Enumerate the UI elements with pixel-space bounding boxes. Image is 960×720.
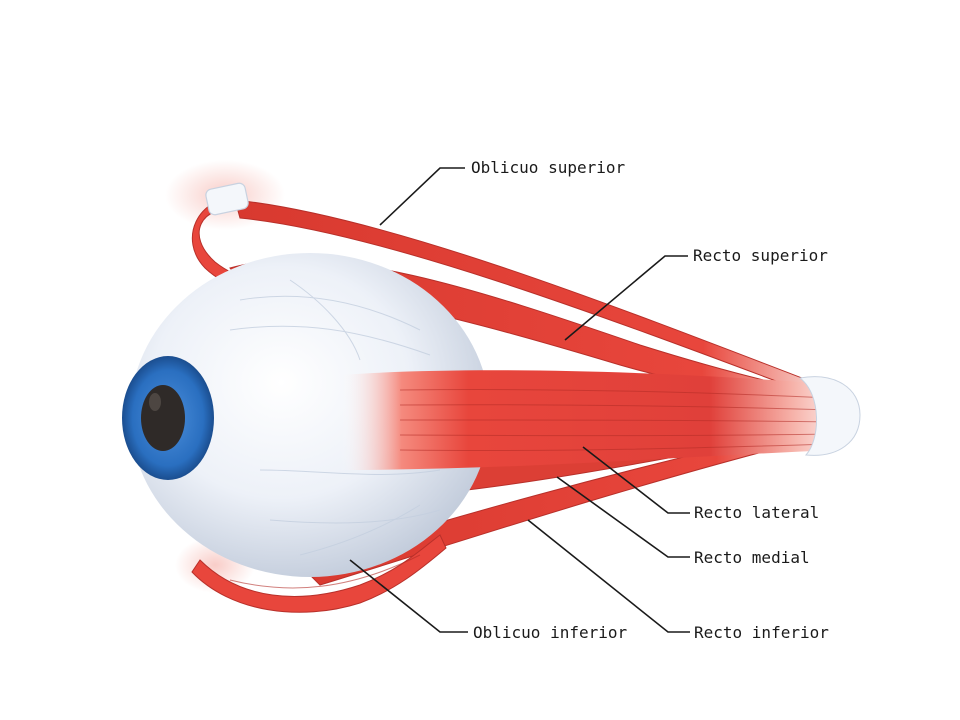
label-recto-medial: Recto medial — [694, 548, 810, 567]
label-recto-superior: Recto superior — [693, 246, 828, 265]
label-oblicuo-inferior: Oblicuo inferior — [473, 623, 627, 642]
leader-recto-superior — [564, 255, 688, 341]
leader-oblicuo-inferior — [349, 559, 468, 633]
sclera-fibers — [229, 279, 441, 556]
label-oblicuo-superior: Oblicuo superior — [471, 158, 625, 177]
leader-recto-medial — [556, 476, 690, 558]
pupil — [141, 385, 185, 451]
lateral-rectus-fibers — [399, 388, 835, 452]
annulus-tendon — [798, 376, 861, 456]
trochlea-pulley — [205, 182, 249, 216]
eyeball-sclera — [130, 253, 490, 577]
label-recto-lateral: Recto lateral — [694, 503, 819, 522]
inferior-oblique-fiber — [229, 554, 421, 589]
inferior-oblique-muscle — [191, 534, 447, 613]
label-recto-inferior: Recto inferior — [694, 623, 829, 642]
leader-oblicuo-superior — [379, 167, 465, 226]
leader-recto-lateral — [582, 446, 690, 514]
leader-recto-inferior — [527, 519, 690, 633]
pupil-highlight — [149, 393, 161, 411]
